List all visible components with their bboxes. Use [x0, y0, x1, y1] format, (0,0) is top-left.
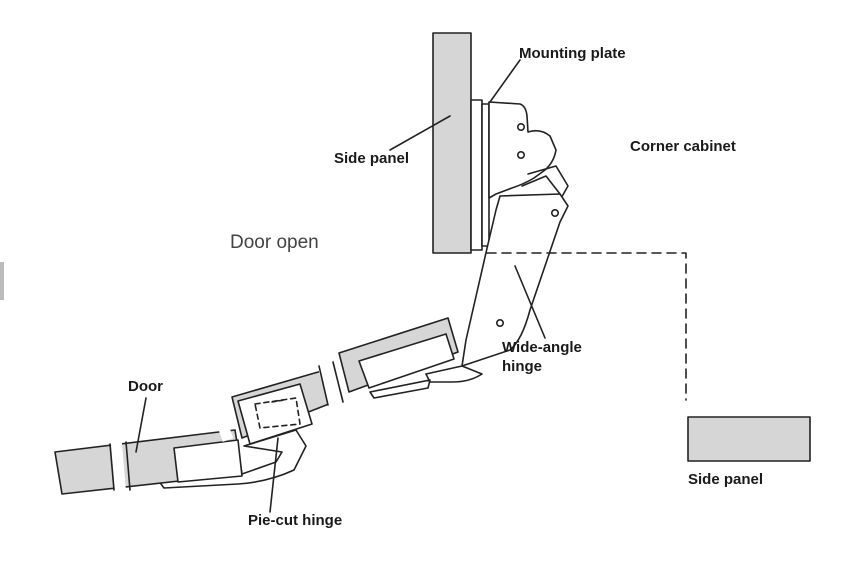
label-pie-cut-hinge: Pie-cut hinge [248, 512, 343, 529]
label-wide-angle-hinge-line2: hinge [502, 358, 542, 375]
wide-angle-hinge-shape [461, 193, 569, 367]
label-door-open: Door open [230, 232, 319, 253]
leader-mounting-plate [489, 59, 521, 103]
edge-marker [0, 262, 4, 300]
label-side-panel-top: Side panel [334, 150, 410, 167]
label-side-panel-right: Side panel [688, 471, 764, 488]
leader-door [135, 397, 147, 453]
leader-wide-angle-hinge [514, 265, 546, 339]
label-mounting-plate: Mounting plate [519, 45, 626, 62]
label-door: Door [128, 378, 163, 395]
label-wide-angle-hinge-line1: Wide-angle [502, 339, 582, 356]
label-wide-angle-hinge: Wide-angle hinge [502, 338, 582, 376]
hinge-arm-shape [488, 101, 557, 199]
leader-pie-cut-hinge [269, 437, 279, 513]
side-panel-right-shape [687, 416, 811, 462]
label-corner-cabinet: Corner cabinet [630, 138, 736, 155]
mounting-plate-shape [470, 99, 490, 251]
corner-cabinet-outline [486, 252, 687, 401]
side-panel-top-shape [432, 32, 472, 254]
leader-side-panel-top [389, 115, 451, 151]
